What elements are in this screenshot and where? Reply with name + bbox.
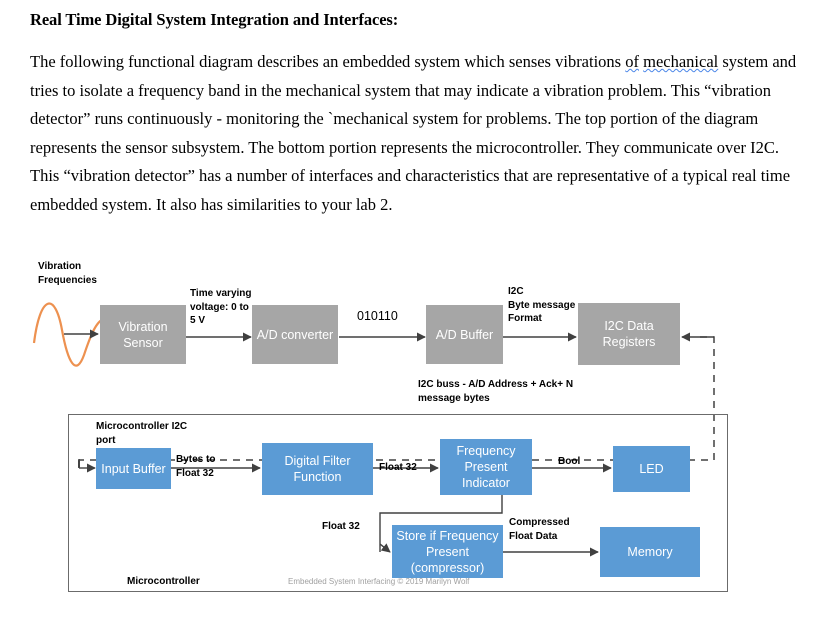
label-i2c-bus: I2C buss - A/D Address + Ack+ N message … (418, 379, 574, 404)
label-time-varying-voltage: Time varying voltage: 0 to 5 V (190, 288, 252, 326)
document-text-block: Real Time Digital System Integration and… (30, 10, 800, 219)
label-compressed-float-data: Compressed Float Data (509, 517, 570, 542)
diagram-wires (32, 302, 715, 557)
block-digital-filter-function[interactable]: Digital Filter Function (262, 443, 373, 495)
label-binary-stream: 010110 (357, 309, 398, 323)
block-store-if-frequency-present[interactable]: Store if Frequency Present (compressor) (392, 525, 503, 578)
functional-block-diagram: Vibration Frequencies Vibration Sensor T… (0, 255, 827, 622)
credit-line: Embedded System Interfacing © 2019 Maril… (288, 577, 470, 586)
microcontroller-boundary (68, 414, 728, 592)
label-microcontroller-i2c-port: Microcontroller I2C port (96, 421, 188, 446)
block-ad-converter[interactable]: A/D converter (252, 305, 338, 364)
block-input-buffer[interactable]: Input Buffer (96, 448, 171, 489)
spellcheck-underlined-word: of (625, 52, 639, 71)
spellcheck-underlined-word: mechanical (643, 52, 719, 71)
block-ad-buffer[interactable]: A/D Buffer (426, 305, 503, 364)
label-bool: Bool (558, 456, 581, 467)
label-microcontroller: Microcontroller (127, 576, 200, 587)
body-paragraph: The following functional diagram describ… (30, 52, 797, 214)
block-vibration-sensor[interactable]: Vibration Sensor (100, 305, 186, 364)
label-bytes-to-float32: Bytes to Float 32 (176, 454, 216, 479)
label-float32-filter-out: Float 32 (379, 462, 417, 473)
vibration-frequencies-label: Vibration Frequencies (38, 261, 97, 286)
block-led[interactable]: LED (613, 446, 690, 492)
block-frequency-present-indicator[interactable]: Frequency Present Indicator (440, 439, 532, 495)
block-i2c-data-registers[interactable]: I2C Data Registers (578, 303, 680, 365)
page-title: Real Time Digital System Integration and… (30, 10, 399, 29)
label-i2c-byte-message-format: I2C Byte message Format (508, 286, 576, 324)
block-memory[interactable]: Memory (600, 527, 700, 577)
label-float32-to-store: Float 32 (322, 521, 360, 532)
